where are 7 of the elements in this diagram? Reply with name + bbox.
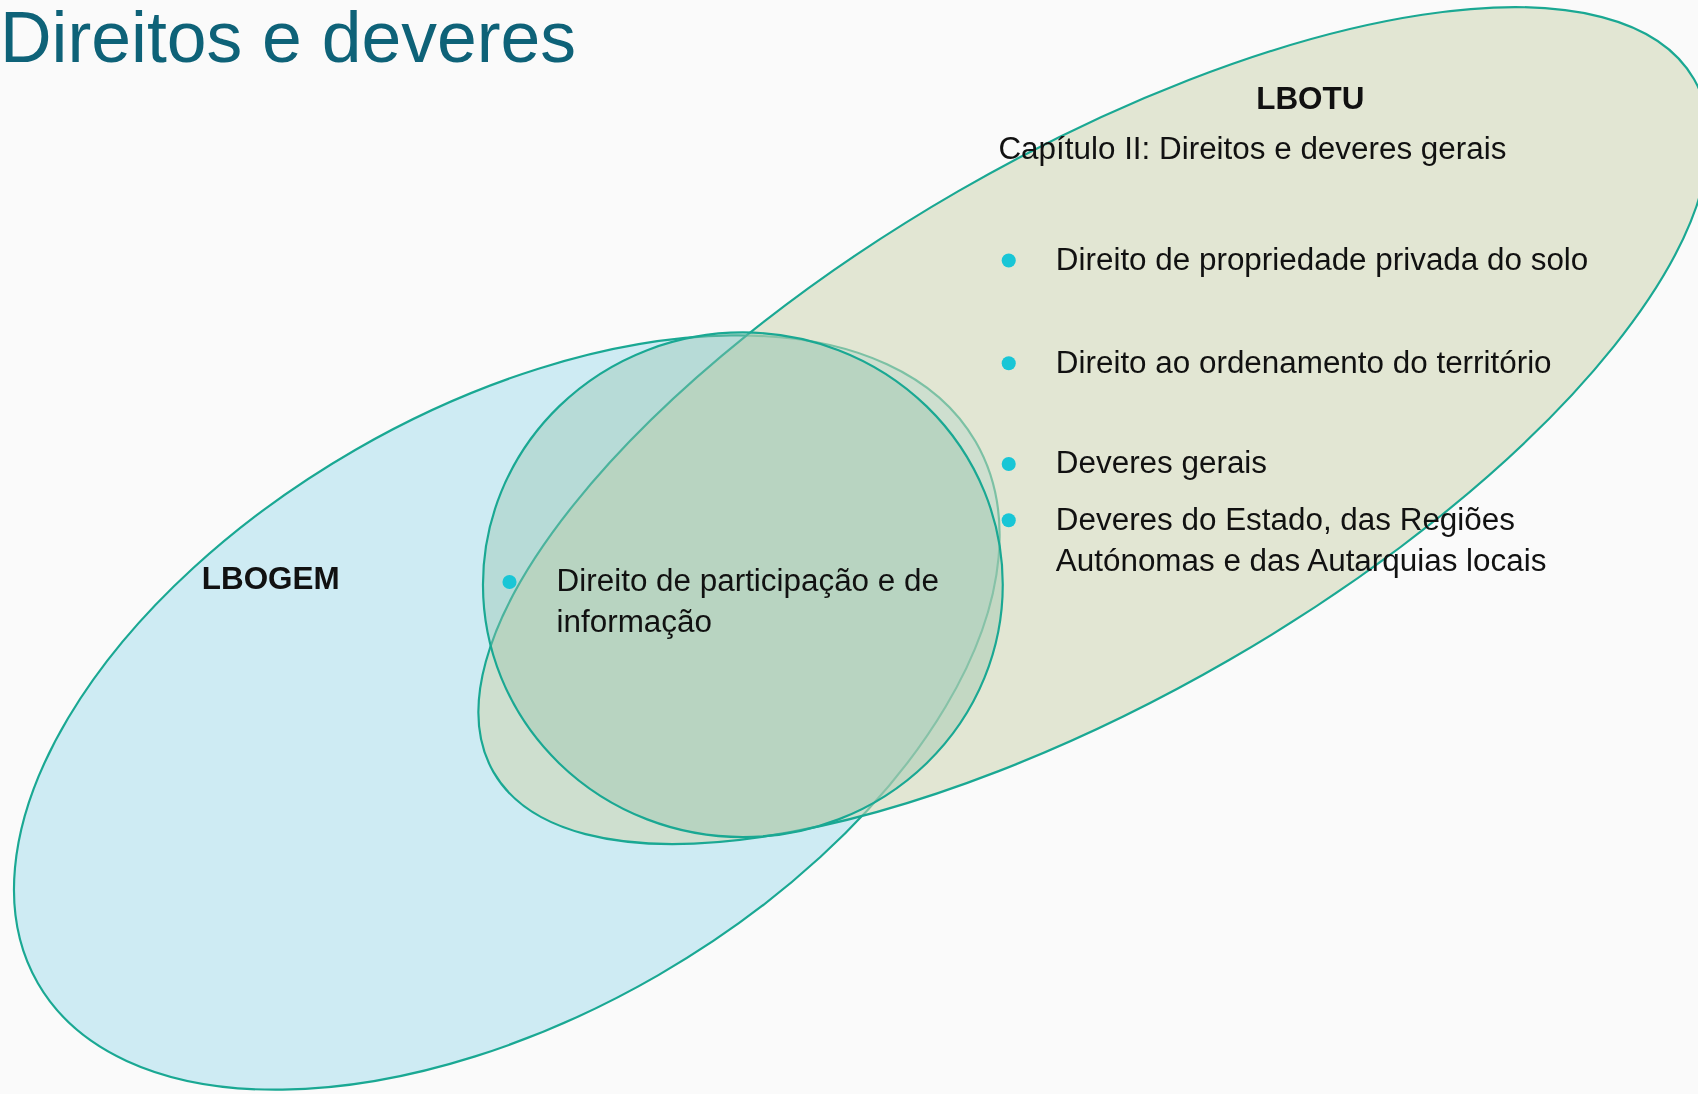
set-heading: LBOTU (1255, 80, 1366, 118)
set-heading: LBOGEM (200, 559, 341, 598)
bullet-item: Deveres gerais (1055, 444, 1269, 482)
bullet-item: Direito de propriedade privada do solo (1055, 240, 1590, 279)
bullet-item: Direito de participação e de informação (556, 562, 940, 642)
bullet-item: Direito ao ordenamento do território (1055, 343, 1553, 381)
title: Direitos e deveres (0, 0, 576, 78)
